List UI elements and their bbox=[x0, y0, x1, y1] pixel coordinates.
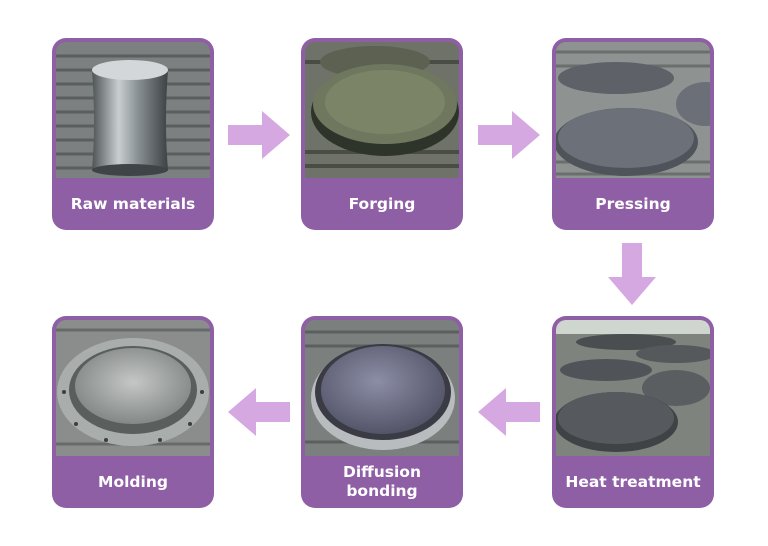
bonded-disc-image bbox=[305, 320, 459, 456]
step-card-raw-materials: Raw materials bbox=[52, 38, 214, 230]
step-label-pressing: Pressing bbox=[595, 194, 671, 213]
heat-treated-plates-image bbox=[556, 320, 710, 456]
step-card-pressing: Pressing bbox=[552, 38, 714, 230]
step-label-heat-treatment: Heat treatment bbox=[565, 472, 701, 491]
raw-materials-photo bbox=[56, 42, 210, 178]
arrow-right-2 bbox=[478, 111, 540, 159]
step-card-molding: Molding bbox=[52, 316, 214, 508]
arrow-down bbox=[608, 243, 656, 305]
arrow-left-1 bbox=[478, 388, 540, 436]
pressed-plate-image bbox=[556, 42, 710, 178]
step-label-molding: Molding bbox=[98, 472, 168, 491]
diffusion-bonding-photo bbox=[305, 320, 459, 456]
step-label-raw-materials: Raw materials bbox=[70, 194, 196, 213]
molded-part-image bbox=[56, 320, 210, 456]
arrow-right-1 bbox=[228, 111, 290, 159]
pressing-photo bbox=[556, 42, 710, 178]
steel-billet-image bbox=[56, 42, 210, 178]
arrow-left-2 bbox=[228, 388, 290, 436]
step-label-diffusion-bonding: Diffusion bonding bbox=[343, 463, 421, 500]
forging-photo bbox=[305, 42, 459, 178]
step-card-diffusion-bonding: Diffusion bonding bbox=[301, 316, 463, 508]
step-card-heat-treatment: Heat treatment bbox=[552, 316, 714, 508]
step-label-forging: Forging bbox=[348, 194, 416, 213]
heat-treatment-photo bbox=[556, 320, 710, 456]
molding-photo bbox=[56, 320, 210, 456]
forged-disc-image bbox=[305, 42, 459, 178]
step-card-forging: Forging bbox=[301, 38, 463, 230]
